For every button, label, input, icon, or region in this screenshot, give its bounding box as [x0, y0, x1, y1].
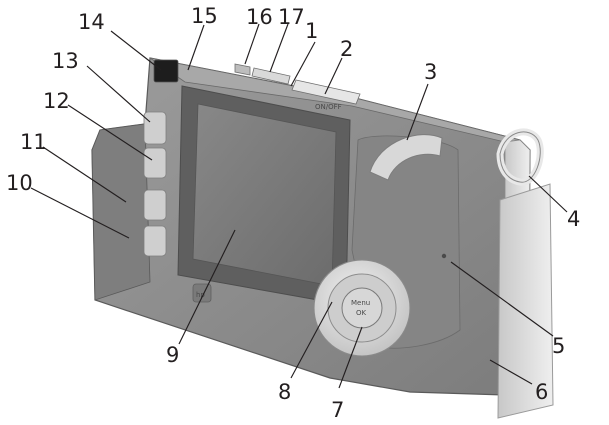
callout-number-9: 9: [166, 343, 179, 367]
top-button-17[interactable]: [251, 67, 291, 85]
callout-line-12: [67, 104, 153, 161]
callout-number-14: 14: [78, 10, 105, 34]
callout-number-12: 12: [43, 89, 70, 113]
callout-line-7: [338, 326, 363, 389]
callout-number-11: 11: [20, 130, 47, 154]
callout-line-4: [528, 175, 568, 213]
callout-line-17: [269, 23, 289, 73]
callout-line-3: [406, 83, 429, 141]
callout-number-5: 5: [552, 334, 565, 358]
top-button-16[interactable]: [234, 63, 251, 76]
callout-number-3: 3: [424, 60, 437, 84]
callout-line-1: [290, 41, 316, 87]
callout-line-10: [30, 187, 130, 239]
ok-label: OK: [356, 309, 367, 317]
menu-ok-button[interactable]: [341, 287, 383, 329]
callout-line-2: [324, 57, 343, 95]
side-button-2[interactable]: [143, 147, 167, 179]
callout-line-13: [86, 65, 151, 123]
callout-number-16: 16: [246, 5, 273, 29]
callout-number-4: 4: [567, 207, 580, 231]
callout-number-8: 8: [278, 380, 291, 404]
callout-number-17: 17: [278, 5, 305, 29]
callout-number-1: 1: [305, 19, 318, 43]
callout-line-8: [290, 301, 333, 379]
battery-door: [497, 183, 554, 419]
callout-line-6: [489, 359, 533, 385]
menu-label: Menu: [351, 299, 370, 307]
callout-line-5: [450, 261, 554, 337]
callout-lines: [30, 23, 568, 389]
callout-number-6: 6: [535, 380, 548, 404]
callout-number-7: 7: [331, 398, 344, 422]
camera-illustration: hp ON/OFF Menu OK: [91, 57, 554, 419]
viewfinder: [153, 59, 179, 83]
zoom-lever[interactable]: [369, 134, 443, 181]
power-label: ON/OFF: [315, 103, 342, 111]
side-button-1[interactable]: [143, 111, 167, 145]
strap-loop-outline: [499, 131, 541, 183]
indicator-light: [441, 253, 447, 259]
callout-line-9: [178, 229, 236, 345]
callout-number-10: 10: [6, 171, 33, 195]
callout-line-16: [244, 23, 260, 65]
side-button-4[interactable]: [143, 225, 167, 257]
hp-logo: hp: [196, 291, 205, 299]
lcd-screen: [192, 103, 337, 287]
callout-numbers: 1 2 3 4 5 6 7 8 9 10 11 12 13 14 15 16 1…: [6, 4, 580, 422]
side-button-3[interactable]: [143, 189, 167, 221]
callout-number-2: 2: [340, 37, 353, 61]
callout-number-13: 13: [52, 49, 79, 73]
callout-line-11: [42, 146, 127, 203]
callout-number-15: 15: [191, 4, 218, 28]
callout-line-15: [187, 24, 205, 71]
camera-left-side: [91, 123, 151, 301]
callout-line-14: [110, 30, 162, 71]
